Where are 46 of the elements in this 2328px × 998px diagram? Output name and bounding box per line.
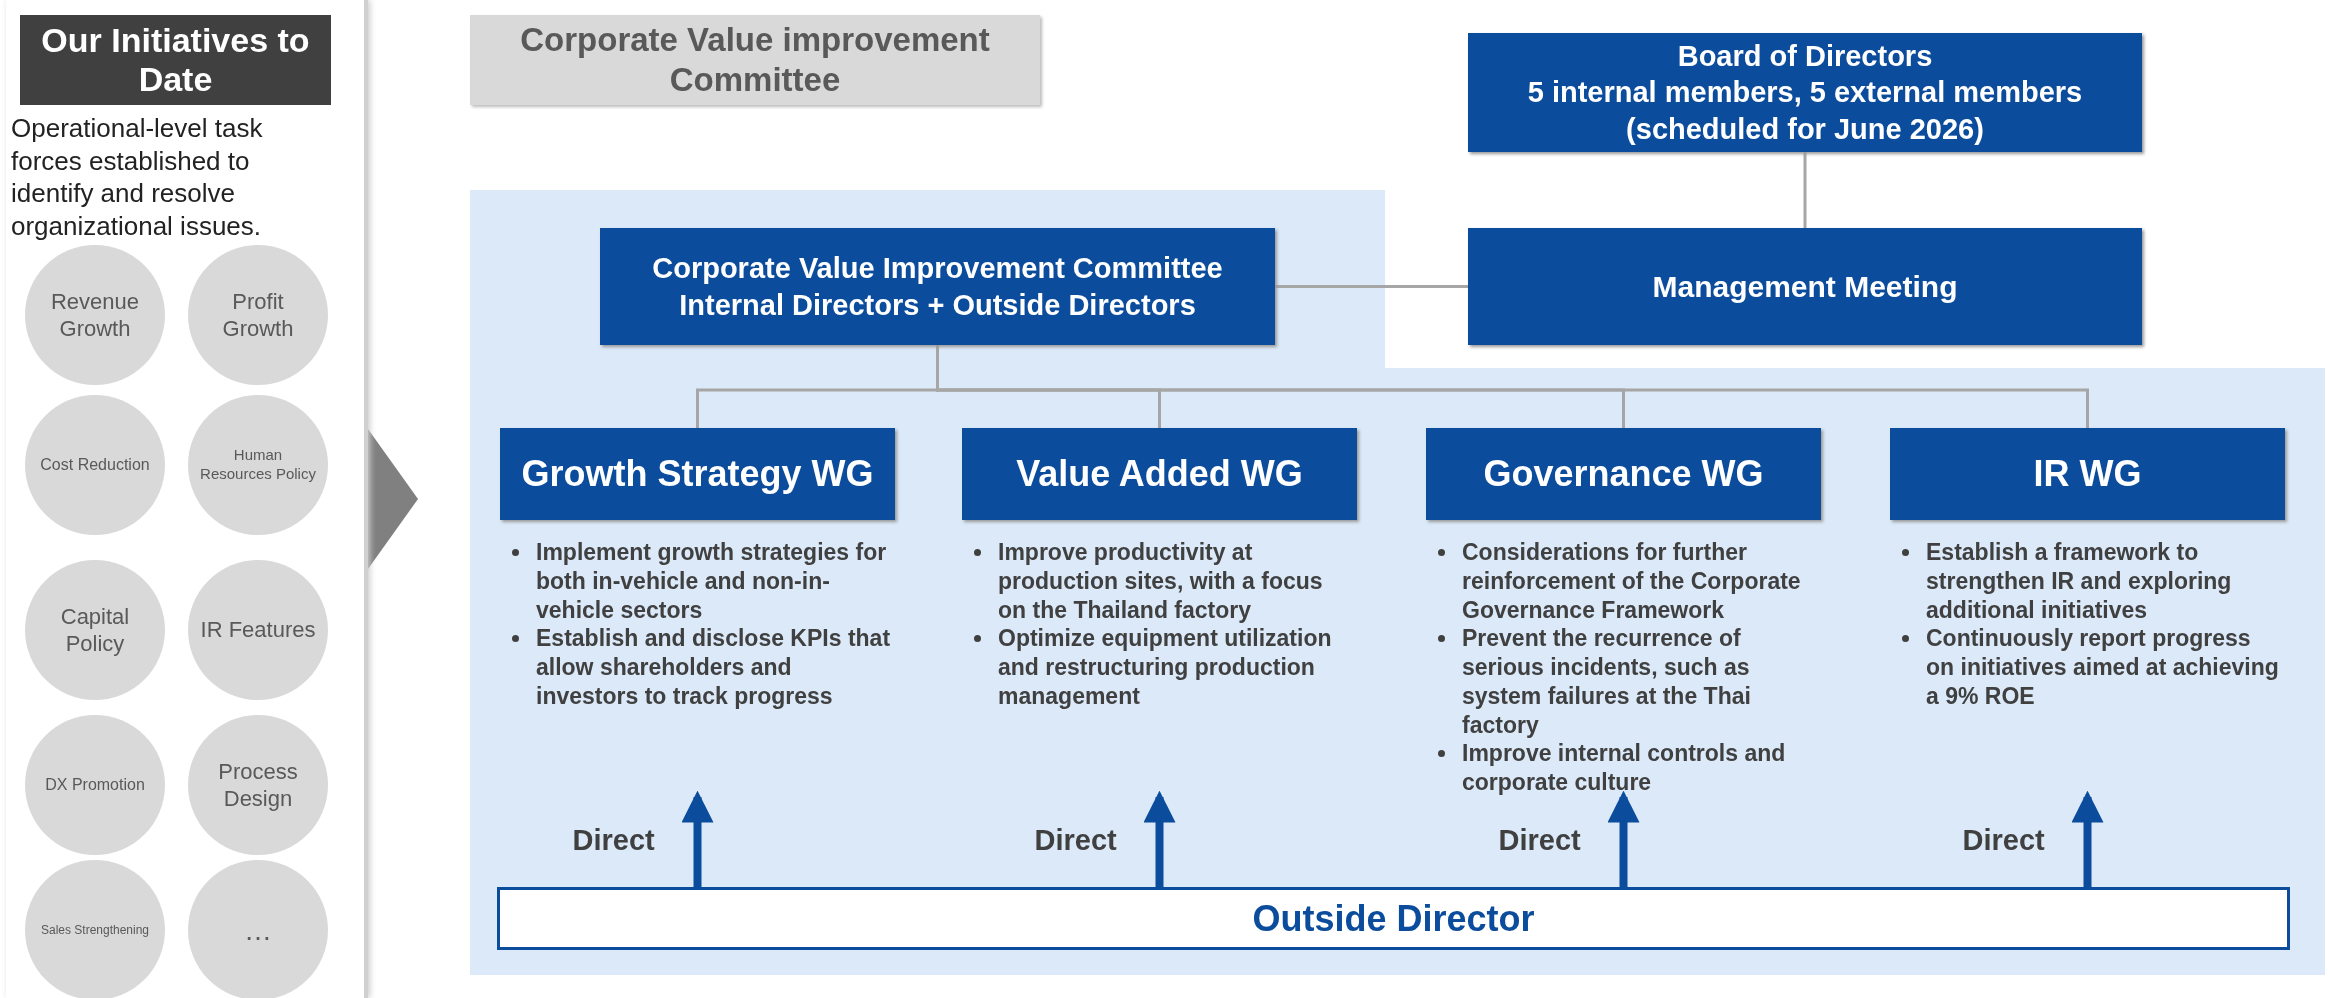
- bullet-text: Establish a framework to strengthen IR and exploring additional initiatives: [1926, 539, 2232, 623]
- description-text: Operational-level task forces established to identify and resolve organizational issues.: [11, 112, 264, 242]
- working-group-box: Growth Strategy WG: [500, 428, 895, 520]
- initiative-circle: Process Design: [188, 715, 328, 855]
- bullet-text: Continuously report progress on initiatives aimed at achieving a 9% ROE: [1926, 625, 2279, 709]
- arrow: [1607, 790, 1640, 887]
- initiative-circle: Cost Reduction: [25, 395, 165, 535]
- initiative-circle: DX Promotion: [25, 715, 165, 855]
- arrow: [2071, 790, 2104, 887]
- bullet-text: Optimize equipment utilization and restructuring production management: [998, 625, 1332, 709]
- org-box: [1468, 33, 2142, 152]
- initiative-circle: …: [188, 860, 328, 998]
- bullet-text: Establish and disclose KPIs that allow shareholders and investors to track progress: [536, 625, 891, 709]
- arrow: [681, 790, 714, 887]
- arrow: [1143, 790, 1176, 887]
- edge-label: Direct: [1498, 824, 1581, 857]
- connector-line: [1803, 152, 1807, 228]
- initiative-circle: Human Resources Policy: [188, 395, 328, 535]
- box-text: Corporate Value Improvement Committee: [651, 251, 1224, 287]
- working-group-box: IR WG: [1890, 428, 2285, 520]
- director-bar: Outside Director: [497, 887, 2290, 950]
- panel-heading: Our Initiatives to Date: [20, 15, 331, 105]
- bullet-text: Implement growth strategies for both in-vehicle and non-in-vehicle sectors: [536, 539, 887, 623]
- edge-label: Direct: [572, 824, 655, 857]
- initiative-circle: Revenue Growth: [25, 245, 165, 385]
- side-panel: [6, 0, 368, 998]
- working-group-box: Governance WG: [1426, 428, 1821, 520]
- box-text: Internal Directors + Outside Directors: [678, 287, 1197, 323]
- box-text: Board of Directors: [1676, 39, 1934, 75]
- initiative-circle: IR Features: [188, 560, 328, 700]
- org-box: Management Meeting: [1468, 228, 2142, 345]
- initiative-circle: Capital Policy: [25, 560, 165, 700]
- working-group-box: Value Added WG: [962, 428, 1357, 520]
- initiative-circle: Profit Growth: [188, 245, 328, 385]
- chevron-arrow: [368, 429, 418, 569]
- box-text: 5 internal members, 5 external members (scheduled for June 2026): [1526, 75, 2084, 147]
- initiative-circle: Sales Strengthening: [25, 860, 165, 998]
- bullet-text: Improve productivity at production sites, with a focus on the Thailand factory: [998, 539, 1323, 623]
- edge-label: Direct: [1962, 824, 2045, 857]
- connector-line: [1275, 285, 1468, 288]
- bullet-text: Prevent the recurrence of serious incidents, such as system failures at the Thai factory: [1462, 625, 1751, 738]
- edge-label: Direct: [1034, 824, 1117, 857]
- bullet-text: Considerations for further reinforcement of the Corporate Governance Framework: [1462, 539, 1801, 623]
- bullet-text: Improve internal controls and corporate culture: [1462, 740, 1786, 795]
- org-box: [600, 228, 1275, 345]
- section-title: Corporate Value improvement Committee: [470, 15, 1040, 105]
